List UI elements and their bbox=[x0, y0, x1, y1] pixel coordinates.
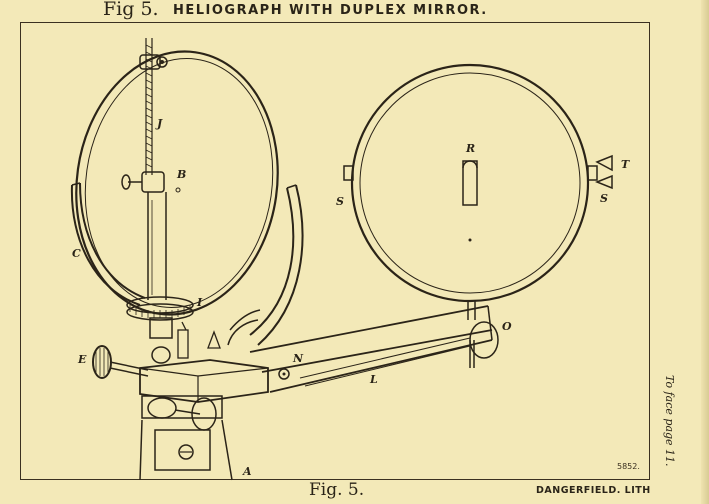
figure-number-bottom: Fig. 5. bbox=[309, 480, 365, 500]
vertical-post bbox=[147, 192, 167, 300]
label-E: E bbox=[77, 353, 87, 366]
tripod-head bbox=[139, 395, 233, 481]
left-mirror bbox=[75, 50, 279, 316]
label-B: B bbox=[176, 168, 186, 181]
plate-border bbox=[20, 22, 650, 480]
label-N: N bbox=[292, 352, 304, 365]
left-mirror-frame bbox=[70, 182, 304, 346]
figure-title: HELIOGRAPH WITH DUPLEX MIRROR. bbox=[173, 3, 488, 18]
label-S-right: S bbox=[600, 192, 608, 205]
label-R: R bbox=[465, 142, 475, 155]
page-edge bbox=[701, 0, 709, 504]
post-fitting bbox=[177, 321, 221, 359]
toothed-wheel bbox=[126, 296, 194, 364]
label-I: I bbox=[196, 296, 203, 309]
part-labels: J B C I E N L A O R T S S bbox=[72, 117, 630, 478]
label-A: A bbox=[242, 465, 252, 478]
figure-number-top: Fig 5. bbox=[103, 0, 159, 20]
page-reference-note: To face page 11. bbox=[662, 375, 676, 485]
label-C: C bbox=[72, 247, 81, 260]
right-mirror bbox=[343, 63, 613, 368]
sighting-rod bbox=[139, 38, 168, 175]
adjusting-screw bbox=[92, 345, 149, 379]
lithographer-credit: DANGERFIELD. LITH bbox=[536, 485, 651, 496]
label-J: J bbox=[155, 117, 163, 130]
plate-number: 5852. bbox=[617, 462, 640, 471]
figure-header: Fig 5. HELIOGRAPH WITH DUPLEX MIRROR. bbox=[0, 0, 709, 24]
rod-clamp bbox=[121, 171, 181, 193]
label-O: O bbox=[502, 320, 512, 333]
base-block bbox=[139, 359, 269, 403]
label-L: L bbox=[369, 373, 378, 386]
label-T: T bbox=[621, 158, 630, 171]
label-S-left: S bbox=[336, 195, 344, 208]
long-arm bbox=[249, 305, 493, 393]
page-reference-text: To face page 11. bbox=[663, 375, 676, 467]
